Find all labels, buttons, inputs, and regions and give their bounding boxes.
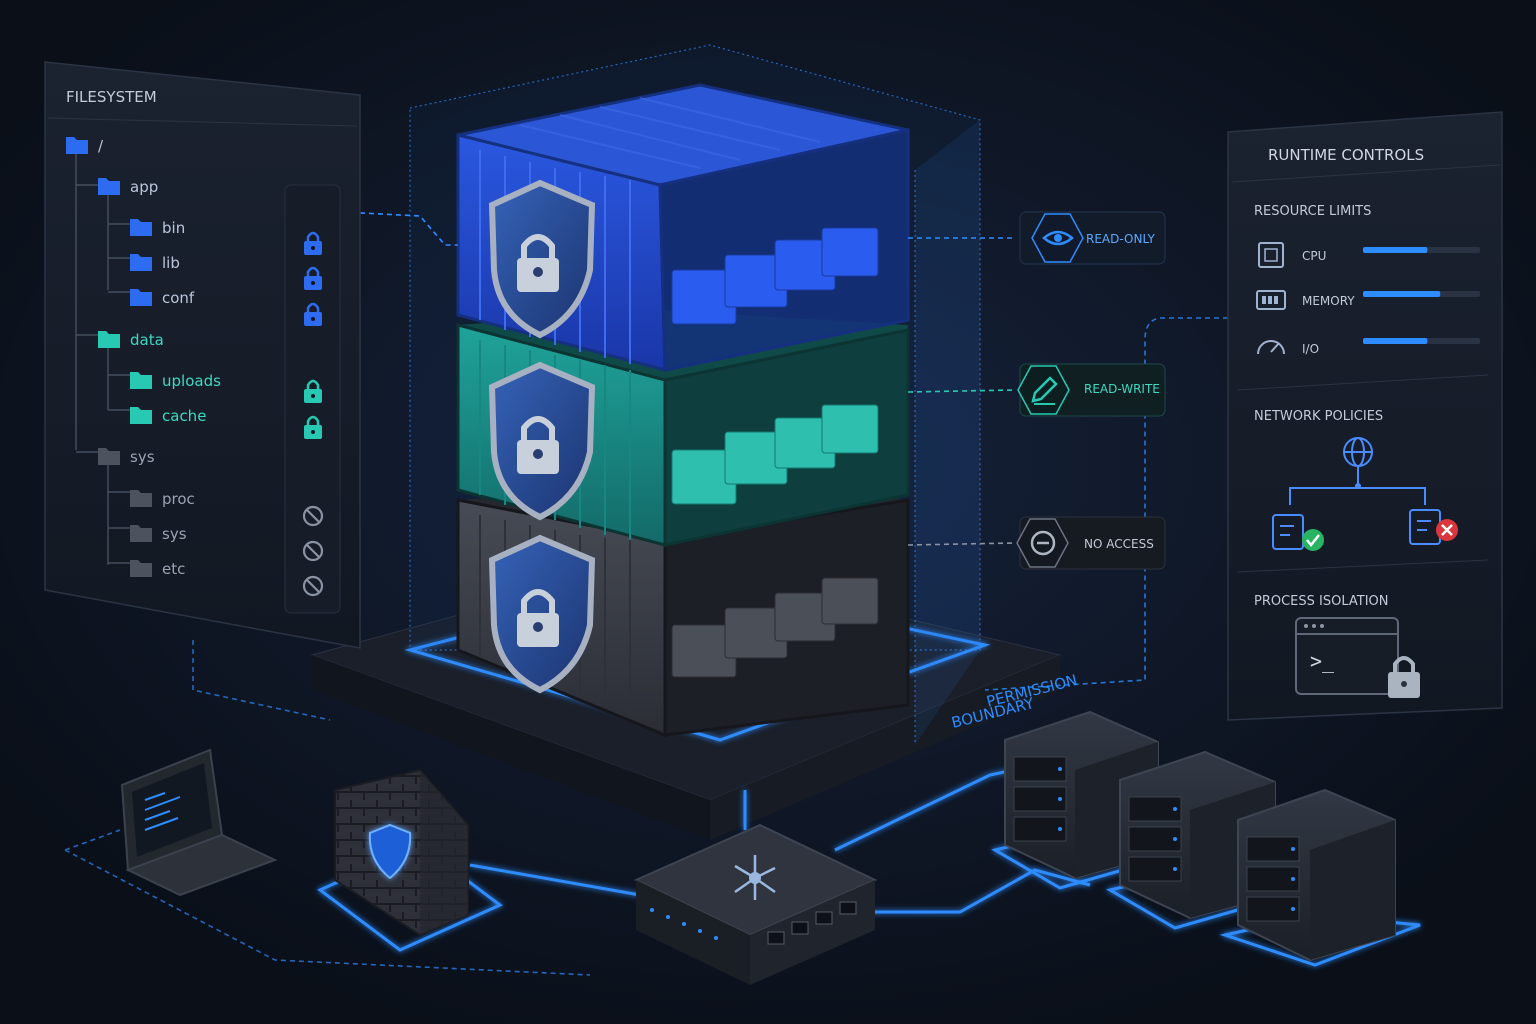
- tree-item[interactable]: app: [98, 178, 158, 196]
- laptop-icon: [120, 748, 278, 897]
- permission-icons: [302, 231, 324, 597]
- blue-blocks: [671, 227, 879, 325]
- eye-icon: [1042, 230, 1074, 246]
- denied-policy-icon: [1409, 509, 1458, 545]
- folder-icon: [130, 372, 152, 389]
- tree-item-label: proc: [162, 490, 195, 508]
- tree-item[interactable]: sys: [98, 448, 155, 466]
- no-entry-icon: [302, 575, 324, 597]
- tree-item[interactable]: data: [98, 331, 164, 349]
- tree-item-label: conf: [162, 289, 195, 307]
- folder-icon: [130, 254, 152, 271]
- tree-item[interactable]: cache: [130, 407, 206, 425]
- no-entry-icon: [302, 505, 324, 527]
- folder-icon: [130, 490, 152, 507]
- resource-bar-fill: [1363, 247, 1428, 253]
- tree-lines: [75, 150, 130, 565]
- cpu-icon: [1258, 242, 1284, 268]
- server-icon-3: [1219, 788, 1421, 967]
- lock-icon: [304, 231, 322, 255]
- tree-item-label: sys: [130, 448, 155, 466]
- padlock-icon: [1388, 656, 1420, 698]
- file-tree: / app bin lib conf data uploads cache sys proc sys…: [66, 137, 221, 578]
- network-policy-diagram: [1272, 437, 1458, 551]
- resource-label: CPU: [1302, 249, 1326, 263]
- resource-row: CPU: [1258, 242, 1480, 268]
- runtime-title: RUNTIME CONTROLS: [1268, 146, 1424, 164]
- allowed-policy-icon: [1272, 514, 1324, 551]
- resource-limits-list: CPU MEMORY I/O: [1256, 242, 1480, 356]
- tree-item[interactable]: lib: [130, 254, 180, 272]
- resource-bar-fill: [1363, 338, 1428, 344]
- lock-icon: [304, 266, 322, 290]
- read-write-label: READ-WRITE: [1084, 382, 1160, 396]
- filesystem-title: FILESYSTEM: [66, 88, 157, 106]
- resource-label: MEMORY: [1302, 294, 1355, 308]
- folder-icon: [130, 407, 152, 424]
- tree-item-label: cache: [162, 407, 206, 425]
- connectors: [64, 211, 1228, 976]
- folder-icon: [98, 448, 120, 465]
- shield-lock-icon-bottom: [488, 534, 596, 694]
- folder-icon: [130, 219, 152, 236]
- no-access-badge: NO ACCESS: [1016, 516, 1166, 570]
- tree-item[interactable]: bin: [130, 219, 185, 237]
- folder-icon: [66, 137, 88, 154]
- lock-icon: [304, 379, 322, 403]
- tree-item[interactable]: etc: [130, 560, 185, 578]
- folder-icon: [98, 331, 120, 348]
- tree-item-label: /: [98, 137, 104, 155]
- runtime-controls-panel: RUNTIME CONTROLS RESOURCE LIMITS CPU MEMO…: [1227, 111, 1503, 721]
- folder-icon: [130, 525, 152, 542]
- network-switch-icon: [633, 823, 878, 985]
- minus-circle-icon: [1030, 530, 1056, 556]
- terminal-prompt: >_: [1310, 649, 1335, 673]
- no-entry-icon: [302, 540, 324, 562]
- read-only-label: READ-ONLY: [1086, 232, 1156, 246]
- gauge-icon: [1257, 340, 1285, 355]
- tree-item[interactable]: uploads: [130, 372, 221, 390]
- tree-item[interactable]: sys: [130, 525, 187, 543]
- tree-item-label: lib: [162, 254, 180, 272]
- tree-item-label: data: [130, 331, 164, 349]
- resource-label: I/O: [1302, 342, 1319, 356]
- tree-item-label: uploads: [162, 372, 221, 390]
- firewall-icon: [317, 768, 503, 952]
- tree-item[interactable]: proc: [130, 490, 195, 508]
- lock-icon: [304, 302, 322, 326]
- read-only-badge: READ-ONLY: [1019, 211, 1166, 265]
- resource-bar-fill: [1363, 291, 1441, 297]
- shield-lock-icon-top: [488, 179, 596, 339]
- memory-icon: [1256, 290, 1286, 310]
- tree-item[interactable]: /: [66, 137, 104, 155]
- tree-item-label: bin: [162, 219, 185, 237]
- check-icon: [1302, 529, 1324, 551]
- resource-limits-heading: RESOURCE LIMITS: [1254, 204, 1371, 219]
- folder-icon: [130, 289, 152, 306]
- tree-item-label: app: [130, 178, 158, 196]
- no-access-label: NO ACCESS: [1084, 537, 1154, 551]
- shield-icon: [368, 823, 412, 880]
- network-policies-heading: NETWORK POLICIES: [1254, 409, 1383, 424]
- shield-lock-icon-middle: [488, 361, 596, 521]
- read-write-badge: READ-WRITE: [1017, 363, 1166, 417]
- terminal-icon: >_: [1295, 617, 1399, 695]
- resource-row: MEMORY: [1256, 290, 1480, 310]
- tree-item[interactable]: conf: [130, 289, 195, 307]
- gray-blocks: [671, 577, 879, 678]
- filesystem-panel: FILESYSTEM / app bin lib conf data uploads cach…: [44, 61, 361, 649]
- lock-icon: [304, 415, 322, 439]
- process-isolation-heading: PROCESS ISOLATION: [1254, 594, 1389, 609]
- tree-item-label: sys: [162, 525, 187, 543]
- folder-icon: [98, 178, 120, 195]
- teal-blocks: [671, 404, 879, 505]
- pencil-icon: [1031, 376, 1058, 405]
- resource-row: I/O: [1257, 338, 1480, 356]
- folder-icon: [130, 560, 152, 577]
- tree-item-label: etc: [162, 560, 185, 578]
